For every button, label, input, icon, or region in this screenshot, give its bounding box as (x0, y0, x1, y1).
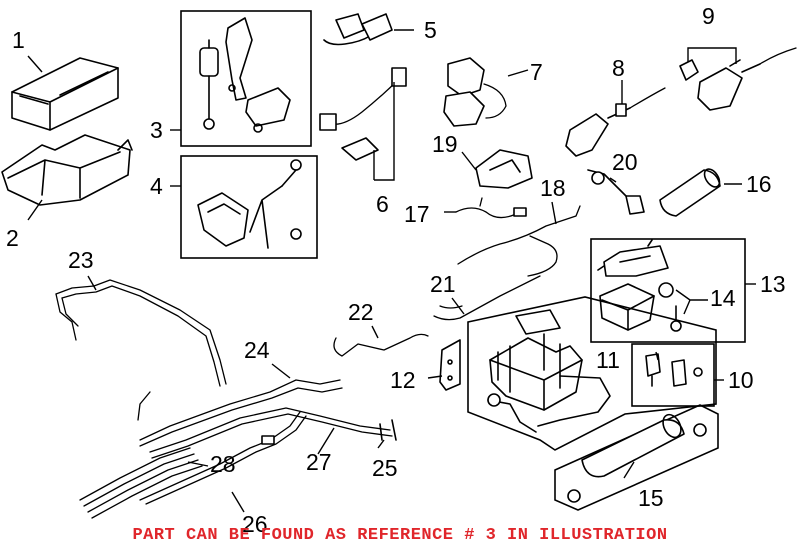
compressor-group-box (467, 296, 717, 451)
part-16-filter (659, 168, 721, 217)
callout-11: 11 (596, 347, 620, 373)
group-box-15 (554, 404, 719, 511)
callout-15: 15 (638, 485, 664, 511)
callout-13: 13 (760, 271, 786, 297)
callout-12: 12 (390, 367, 416, 393)
part-15-air-reservoir (567, 413, 707, 503)
part-23-line (55, 279, 227, 387)
callout-22: 22 (348, 299, 374, 325)
part-8-sensor (565, 87, 666, 157)
callout-6: 6 (376, 191, 389, 217)
callout-21: 21 (430, 271, 456, 297)
part-17-line (455, 197, 527, 219)
group-box-4 (180, 155, 318, 259)
group-box-3 (180, 10, 312, 147)
part-5-connector (323, 13, 393, 46)
callout-23: 23 (68, 247, 94, 273)
callout-9: 9 (702, 3, 715, 29)
part-13-bracket (597, 239, 669, 331)
callout-18: 18 (540, 175, 566, 201)
part-22-line (333, 333, 429, 357)
part-11-fitting (645, 353, 661, 387)
reference-note: PART CAN BE FOUND AS REFERENCE # 3 IN IL… (132, 526, 668, 545)
part-10-fitting (671, 359, 703, 387)
part-6-wiring-harness (319, 67, 407, 161)
part-3-level-sensor (199, 17, 291, 133)
callout-27: 27 (306, 449, 332, 475)
part-14-mount (658, 282, 682, 332)
callout-2: 2 (6, 225, 19, 251)
callout-20: 20 (612, 149, 638, 175)
part-7-valve-block (443, 57, 507, 127)
callout-10: 10 (728, 367, 754, 393)
callout-19: 19 (432, 131, 458, 157)
callout-1: 1 (12, 27, 25, 53)
part-27-line (149, 407, 393, 459)
part-4-level-sensor (197, 159, 302, 249)
group-box-13 (590, 238, 746, 343)
part-28-line (79, 447, 203, 519)
air-compressor-assembly (487, 309, 611, 433)
part-1-control-module (11, 57, 119, 131)
callout-26: 26 (242, 511, 268, 537)
callout-24: 24 (244, 337, 270, 363)
callout-28: 28 (210, 451, 236, 477)
callout-17: 17 (404, 201, 430, 227)
callout-25: 25 (372, 455, 398, 481)
part-26-line (139, 411, 307, 505)
part-19-bracket (475, 149, 533, 189)
callout-3: 3 (150, 117, 163, 143)
part-12-bracket (439, 339, 461, 391)
callout-5: 5 (424, 17, 437, 43)
part-21-line (433, 275, 541, 321)
part-9-sensor (679, 47, 797, 111)
callout-16: 16 (746, 171, 772, 197)
callout-numbers: 1 2 3 4 5 6 7 8 9 10 11 12 13 14 15 16 1… (6, 3, 786, 537)
part-25-clip (379, 419, 397, 441)
part-18-line (457, 205, 581, 277)
leader-lines (27, 29, 756, 513)
part-24-line (137, 379, 343, 447)
callout-4: 4 (150, 173, 163, 199)
part-2-bracket (1, 134, 133, 206)
part-20-pressure-sensor (587, 169, 645, 215)
callout-14: 14 (710, 285, 736, 311)
callout-7: 7 (530, 59, 543, 85)
callout-8: 8 (612, 55, 625, 81)
group-box-10 (631, 343, 715, 407)
